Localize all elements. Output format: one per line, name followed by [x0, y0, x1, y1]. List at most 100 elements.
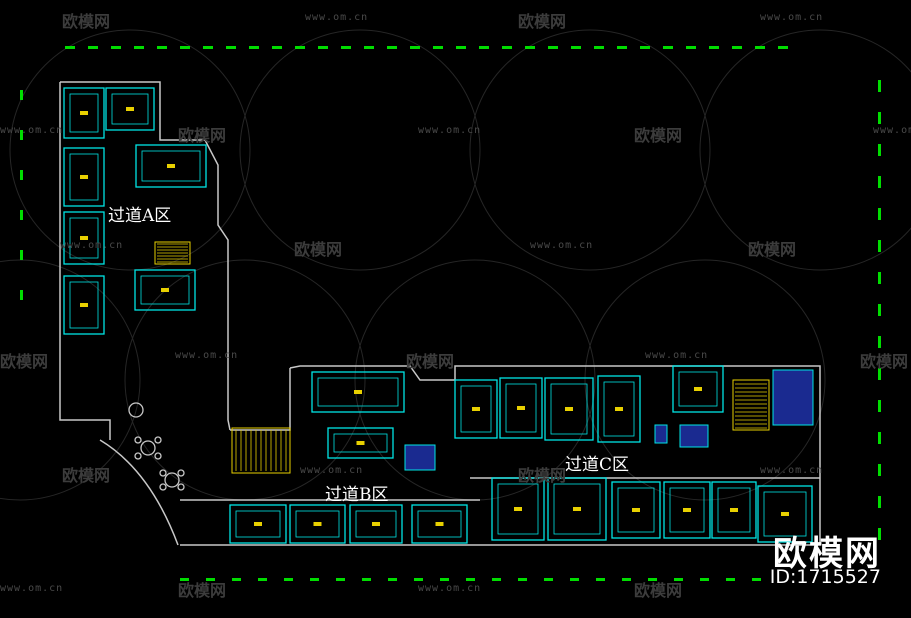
bed-mark [573, 507, 581, 511]
dimension-dash [878, 240, 881, 252]
watermark-site: www.om.cn [760, 465, 824, 476]
room-inner [550, 383, 588, 435]
room-inner [763, 491, 807, 537]
room-inner [553, 483, 601, 535]
dimension-dash [479, 46, 489, 49]
hotel-room [327, 427, 394, 459]
dimension-dash [284, 578, 293, 581]
dimension-dash [878, 368, 881, 380]
dimension-dash [258, 578, 267, 581]
bed-mark [694, 387, 702, 391]
dimension-dash [640, 46, 650, 49]
dimension-dash [20, 130, 23, 140]
hotel-room [134, 269, 196, 311]
hotel-room [63, 87, 105, 139]
hotel-room [349, 504, 403, 544]
watermark-site: www.om.cn [418, 583, 482, 594]
dimension-dash [594, 46, 604, 49]
hotel-room [63, 275, 105, 335]
dimension-dash [492, 578, 501, 581]
hotel-room [229, 504, 287, 544]
dimension-dash [700, 578, 709, 581]
dimension-dash [571, 46, 581, 49]
zone-label-c: 过道C区 [565, 455, 630, 475]
room-inner [460, 385, 492, 433]
bed-mark [254, 522, 262, 526]
room-inner [505, 383, 537, 433]
bed-mark [161, 288, 169, 292]
dimension-dash [778, 46, 788, 49]
dimension-dash [410, 46, 420, 49]
room-inner [717, 487, 751, 533]
dimension-dash [878, 432, 881, 444]
hotel-room [499, 377, 543, 439]
bed-mark [632, 508, 640, 512]
dimension-dash [617, 46, 627, 49]
room-inner [617, 487, 655, 533]
bed-mark [517, 406, 525, 410]
watermark-site: www.om.cn [0, 583, 64, 594]
dimension-dash [20, 290, 23, 300]
bed-mark [80, 111, 88, 115]
watermark-logo: 欧模网 [0, 352, 49, 371]
watermark-logo: 欧模网 [406, 352, 455, 371]
hotel-room [544, 377, 594, 441]
watermark-site: www.om.cn [60, 240, 124, 251]
dimension-dash [232, 578, 241, 581]
dimension-dash [20, 170, 23, 180]
watermark-logo: 欧模网 [634, 126, 683, 145]
dimension-dash [709, 46, 719, 49]
room-inner [141, 150, 201, 182]
watermark-site: www.om.cn [418, 125, 482, 136]
room-inner [603, 381, 635, 437]
dimension-lines [20, 46, 881, 581]
room-inner [317, 377, 399, 407]
hotel-room [597, 375, 641, 443]
bed-mark [683, 508, 691, 512]
dimension-dash [502, 46, 512, 49]
hotel-room [63, 211, 105, 265]
dimension-dash [674, 578, 683, 581]
hotel-room [547, 477, 607, 541]
bed-mark [167, 164, 175, 168]
watermark-site: www.om.cn [760, 12, 824, 23]
furniture-marks [80, 107, 789, 526]
dimension-dash [622, 578, 631, 581]
dimension-dash [878, 496, 881, 508]
hotel-room [711, 481, 757, 539]
bed-mark [126, 107, 134, 111]
stairs [154, 241, 770, 474]
hotel-room [289, 504, 346, 544]
room-inner [111, 93, 149, 125]
dimension-dash [203, 46, 213, 49]
dimension-dash [20, 250, 23, 260]
bed-mark [730, 508, 738, 512]
dimension-dash [570, 578, 579, 581]
watermark-site: www.om.cn [175, 350, 239, 361]
dimension-dash [180, 578, 189, 581]
dimension-dash [387, 46, 397, 49]
room-inner [69, 153, 99, 201]
brand-logo-text: 欧模网 [773, 534, 881, 574]
watermark-logo: 欧模网 [178, 126, 227, 145]
dimension-dash [272, 46, 282, 49]
dimension-dash [20, 90, 23, 100]
hotel-room [611, 481, 661, 539]
bed-mark [313, 522, 322, 526]
hotel-room [672, 365, 724, 413]
watermark-logo: 欧模网 [518, 466, 567, 485]
dimension-dash [878, 176, 881, 188]
dimension-dash [318, 46, 328, 49]
bed-mark [514, 507, 522, 511]
dimension-dash [878, 400, 881, 412]
watermark-site: www.om.cn [300, 465, 364, 476]
bed-mark [356, 441, 365, 445]
bed-mark [80, 236, 88, 240]
bed-mark [354, 390, 362, 394]
room-inner [678, 371, 718, 407]
dimension-dash [752, 578, 761, 581]
dimension-dash [433, 46, 443, 49]
dimension-dash [544, 578, 553, 581]
watermark-site: www.om.cn [873, 125, 911, 136]
